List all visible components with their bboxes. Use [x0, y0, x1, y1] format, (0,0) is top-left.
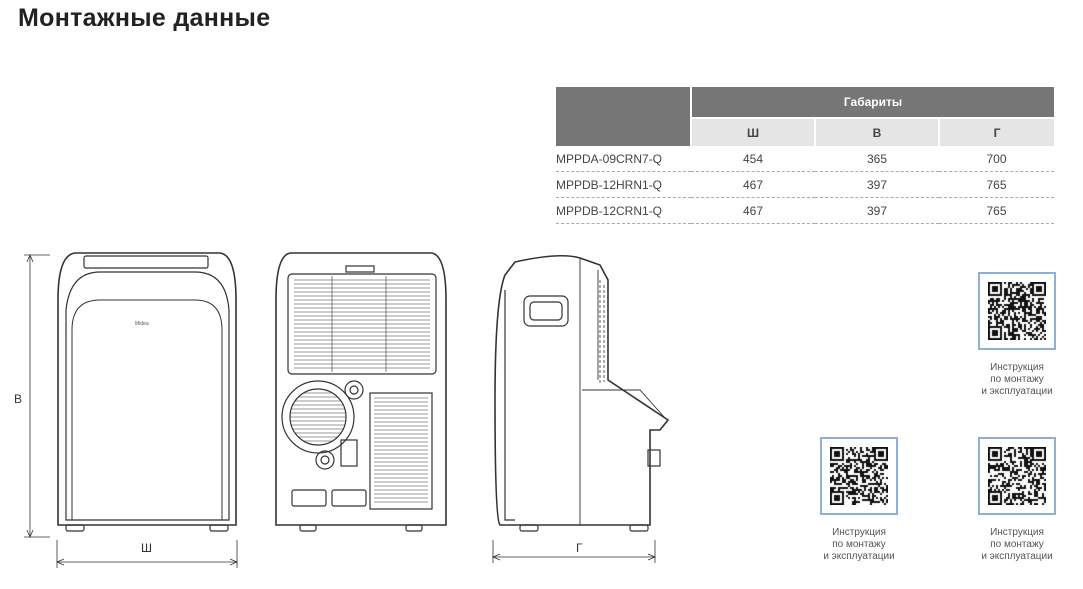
group-header: Габариты	[691, 87, 1054, 118]
page-title: Монтажные данные	[18, 4, 271, 32]
model-cell: MPPDA-09CRN7-Q	[556, 146, 691, 172]
height-dimension-line	[24, 253, 50, 539]
caption-line: по монтажу	[990, 539, 1044, 550]
qr-code[interactable]	[820, 437, 898, 515]
caption-line: по монтажу	[832, 539, 886, 550]
caption-line: Инструкция	[990, 362, 1044, 373]
qr-caption: Инструкция по монтажу и эксплуатации	[962, 527, 1072, 563]
model-cell: MPPDB-12CRN1-Q	[556, 197, 691, 224]
height-cell: 365	[815, 146, 939, 172]
caption-line: и эксплуатации	[981, 386, 1053, 397]
qr-caption: Инструкция по монтажу и эксплуатации	[962, 362, 1072, 398]
caption-line: и эксплуатации	[981, 551, 1053, 562]
table-row: MPPDB-12CRN1-Q 467 397 765	[556, 197, 1054, 224]
depth-cell: 700	[939, 146, 1054, 172]
model-header-cell	[556, 87, 692, 146]
height-cell: 397	[815, 171, 939, 198]
width-label: Ш	[141, 541, 152, 555]
caption-line: по монтажу	[990, 374, 1044, 385]
table-row: MPPDB-12HRN1-Q 467 397 765	[556, 171, 1054, 198]
table-row: MPPDA-09CRN7-Q 454 365 700	[556, 146, 1054, 172]
height-label: В	[14, 392, 23, 406]
caption-line: Инструкция	[990, 527, 1044, 538]
qr-caption: Инструкция по монтажу и эксплуатации	[804, 527, 914, 563]
back-view-drawing	[275, 252, 447, 532]
qr-code[interactable]	[978, 437, 1056, 515]
svg-text:Midea: Midea	[135, 321, 149, 327]
width-cell: 467	[691, 171, 815, 198]
caption-line: Инструкция	[832, 527, 886, 538]
side-view-drawing	[494, 254, 670, 532]
depth-dimension-line	[491, 540, 657, 563]
column-header-depth: Г	[939, 117, 1054, 146]
model-cell: MPPDB-12HRN1-Q	[556, 171, 691, 198]
caption-line: и эксплуатации	[823, 551, 895, 562]
width-dimension-line	[55, 540, 239, 568]
height-cell: 397	[815, 197, 939, 224]
width-cell: 454	[691, 146, 815, 172]
depth-cell: 765	[939, 171, 1054, 198]
qr-code[interactable]	[978, 272, 1056, 350]
dimensions-table: Габариты Ш В Г MPPDA-09CRN7-Q 454 365 70…	[556, 87, 1054, 224]
depth-label: Г	[576, 541, 583, 555]
depth-cell: 765	[939, 197, 1054, 224]
column-header-height: В	[815, 117, 940, 146]
width-cell: 467	[691, 197, 815, 224]
front-view-drawing: Midea	[57, 252, 237, 532]
column-header-width: Ш	[691, 117, 816, 146]
